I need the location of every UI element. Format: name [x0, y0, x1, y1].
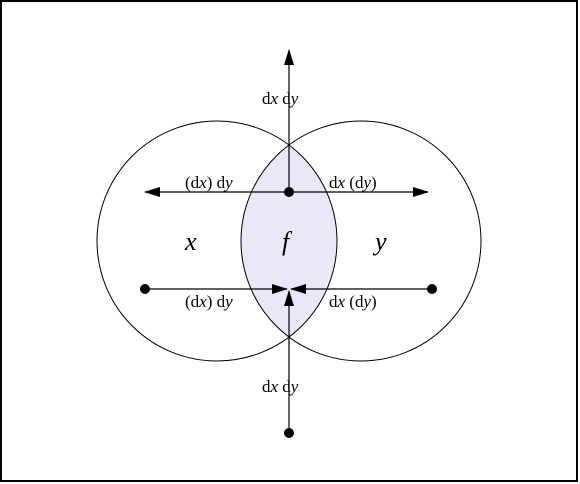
- center-dot: [284, 187, 294, 197]
- top-arrow-label: dx dy: [262, 89, 299, 108]
- lower-left-arrow-label: (dx) dy: [185, 292, 233, 311]
- bottom-arrow-label: dx dy: [262, 377, 299, 396]
- region-label-y: y: [372, 227, 387, 256]
- right-circle: [240, 120, 482, 362]
- right-dot: [427, 284, 437, 294]
- lower-right-arrow-label: dx (dy): [329, 292, 377, 311]
- intersection-lens: [241, 121, 337, 361]
- left-circle: [96, 120, 338, 362]
- bottom-dot: [284, 428, 294, 438]
- region-label-f: f: [282, 227, 293, 256]
- left-dot: [140, 284, 150, 294]
- upper-right-arrow-label: dx (dy): [329, 173, 377, 192]
- region-label-x: x: [184, 227, 197, 256]
- upper-left-arrow-label: (dx) dy: [185, 173, 233, 192]
